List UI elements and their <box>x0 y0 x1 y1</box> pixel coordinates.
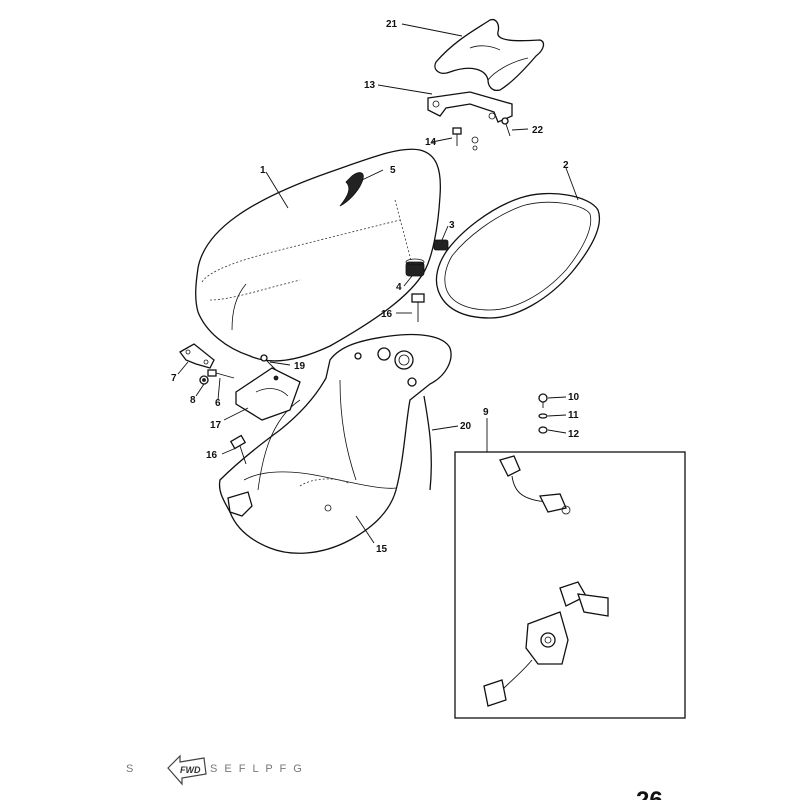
callout-20: 20 <box>460 421 472 432</box>
nut-part-8 <box>199 375 209 385</box>
callout-22: 22 <box>532 125 544 136</box>
bolt-part-16-upper <box>411 293 425 322</box>
callout-5: 5 <box>390 165 396 176</box>
callout-9: 9 <box>483 407 489 418</box>
callout-12: 12 <box>568 429 580 440</box>
leader-lines <box>177 23 579 544</box>
bolt-part-16-lower <box>229 434 247 465</box>
callout-7: 7 <box>171 373 177 384</box>
forward-direction-arrow-icon: FWD <box>167 754 207 786</box>
callout-17: 17 <box>210 420 222 431</box>
screw-part-10 <box>538 393 548 408</box>
emblem-part-5 <box>339 172 364 207</box>
callout-14: 14 <box>425 137 437 148</box>
storage-box-part-15 <box>218 333 452 554</box>
damper-part-3 <box>433 239 449 251</box>
page-number: 26 <box>636 787 663 800</box>
hinge-part-7 <box>179 343 215 369</box>
backrest-part-21 <box>434 18 545 92</box>
callout-11: 11 <box>568 410 579 421</box>
callout-labels: 21 13 14 22 1 5 2 3 4 16 19 7 8 6 17 16 … <box>171 19 580 555</box>
footer: S FWD S E F L P F G 26 <box>126 754 663 800</box>
seal-part-2 <box>435 192 600 319</box>
callout-13: 13 <box>364 80 376 91</box>
hose-part-20 <box>423 395 432 491</box>
callout-21: 21 <box>386 19 398 30</box>
callout-10: 10 <box>568 392 580 403</box>
callout-16-upper: 16 <box>381 309 393 320</box>
bolt-part-6 <box>207 369 235 379</box>
callout-16-lower: 16 <box>206 450 218 461</box>
callout-1: 1 <box>260 165 266 176</box>
callout-3: 3 <box>449 220 455 231</box>
footer-fragment-text: S E F L P F G <box>210 763 304 775</box>
lock-set-part-9 <box>454 451 686 719</box>
callout-19: 19 <box>294 361 306 372</box>
callout-4: 4 <box>396 282 402 293</box>
bracket-part-13 <box>427 91 513 123</box>
callout-2: 2 <box>563 160 569 171</box>
damper-part-4 <box>405 258 425 277</box>
screw-part-19 <box>260 354 277 371</box>
callout-8: 8 <box>190 395 196 406</box>
callout-6: 6 <box>215 398 221 409</box>
footer-fragment-left: S <box>126 763 135 775</box>
callout-15: 15 <box>376 544 388 555</box>
bolt-part-14 <box>452 127 479 151</box>
seat-part-1 <box>195 148 442 362</box>
fwd-arrow-label: FWD <box>180 765 201 775</box>
washer-part-11 <box>538 413 548 419</box>
nut-part-12 <box>538 426 548 434</box>
screw-part-22 <box>501 117 511 137</box>
latch-part-17 <box>235 367 301 421</box>
